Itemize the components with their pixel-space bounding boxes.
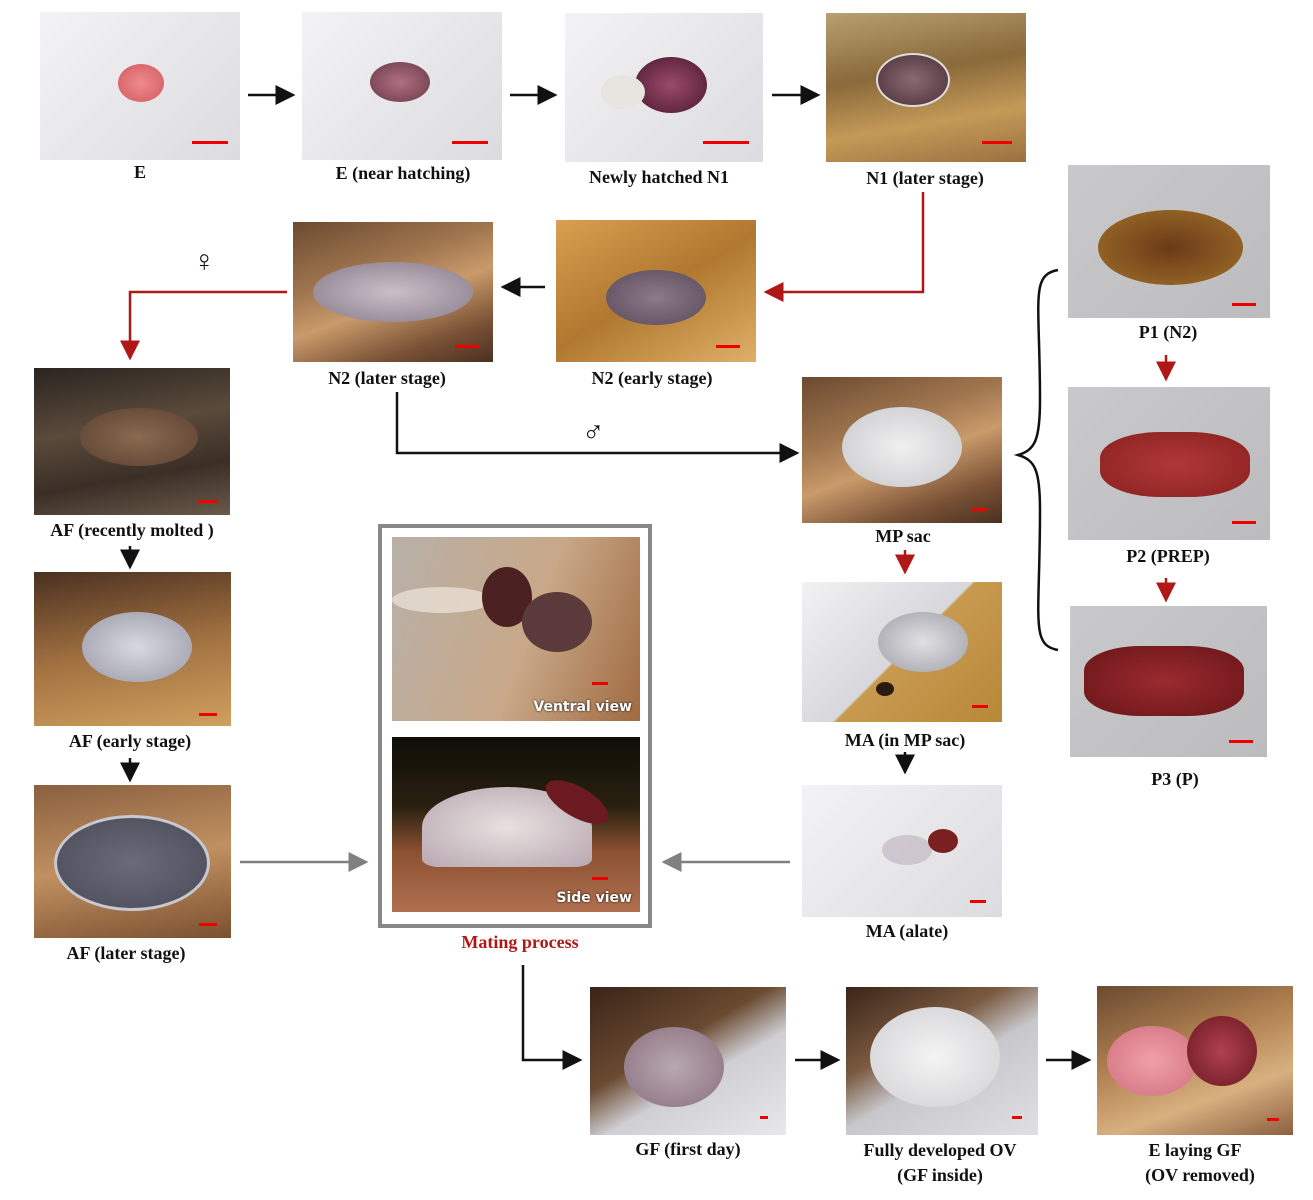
exuvia: [876, 682, 894, 696]
photo-side-view: Side view: [392, 737, 640, 912]
label-gf-first-day: GF (first day): [635, 1139, 741, 1159]
photo-p3: [1070, 606, 1267, 757]
photo-n2-early: [556, 220, 756, 362]
nymph-specimen: [606, 270, 706, 325]
scale-bar: [198, 500, 218, 503]
female-specimen: [1187, 1016, 1257, 1086]
pupa-specimen: [1084, 646, 1244, 716]
male-specimen: [928, 829, 958, 853]
label-ma-alate: MA (alate): [865, 921, 949, 941]
photo-egg: [40, 12, 240, 160]
photo-af-late: [34, 785, 231, 938]
photo-n1-later: [826, 13, 1026, 162]
scale-bar: [1229, 740, 1253, 743]
egg-specimen: [370, 62, 430, 102]
label-ov-line2: (GF inside): [897, 1165, 983, 1185]
photo-ma-alate: [802, 785, 1002, 917]
photo-p1: [1068, 165, 1270, 318]
sac-specimen: [878, 612, 968, 672]
nymph-specimen: [313, 262, 473, 322]
scale-bar: [452, 141, 488, 144]
label-e: E: [133, 162, 147, 182]
photo-n2-later: [293, 222, 493, 362]
label-af-early: AF (early stage): [68, 731, 192, 751]
photo-p2: [1068, 387, 1270, 540]
label-p2: P2 (PREP): [1126, 546, 1210, 566]
female-specimen: [54, 815, 210, 911]
scale-bar: [199, 923, 217, 926]
scale-bar: [972, 508, 988, 511]
arrow-n1-late-to-n2-early: [763, 192, 925, 302]
scale-bar: [703, 141, 749, 144]
scale-bar: [760, 1116, 768, 1119]
label-af-recently-molted: AF (recently molted ): [50, 520, 214, 540]
label-p3: P3 (P): [1151, 769, 1199, 789]
scale-bar: [970, 900, 986, 903]
egg-specimen: [118, 64, 164, 102]
male-symbol: ♂: [582, 416, 605, 449]
scale-bar: [982, 141, 1012, 144]
female-specimen: [82, 612, 192, 682]
nymph-specimen: [635, 57, 707, 113]
scale-bar: [199, 713, 217, 716]
pupal-stages-brace: [1013, 268, 1059, 652]
photo-af-early: [34, 572, 231, 726]
label-p1: P1 (N2): [1138, 322, 1198, 342]
label-ma-in-sac: MA (in MP sac): [844, 730, 966, 750]
prepupa-specimen: [1098, 210, 1243, 285]
eggs: [1107, 1026, 1197, 1096]
scale-bar: [192, 141, 228, 144]
arrow-male-path: [395, 392, 800, 463]
arrow-female-path: [120, 290, 287, 361]
mating-process-title: Mating process: [461, 932, 579, 952]
photo-e-laying-gf: [1097, 986, 1293, 1135]
label-n2-later: N2 (later stage): [328, 368, 446, 388]
female-specimen: [80, 408, 198, 466]
mating-process-box: Ventral view Side view: [378, 524, 652, 928]
scale-bar: [1267, 1118, 1279, 1121]
photo-newly-hatched-n1: [565, 13, 763, 162]
label-ov-line1: Fully developed OV: [863, 1140, 1017, 1160]
arrow-mating-to-gf: [521, 965, 583, 1070]
label-elay-line1: E laying GF: [1148, 1140, 1242, 1160]
ventral-view-label: Ventral view: [533, 699, 632, 715]
wing: [882, 835, 932, 865]
sac-specimen: [842, 407, 962, 487]
scale-bar: [592, 682, 608, 685]
photo-fully-developed-ov: [846, 987, 1038, 1135]
nymph-specimen: [876, 53, 950, 107]
photo-egg-near-hatching: [302, 12, 502, 160]
label-mp-sac: MP sac: [875, 526, 931, 546]
female-specimen: [624, 1027, 724, 1107]
scale-bar: [455, 345, 479, 348]
ovisac-specimen: [870, 1007, 1000, 1107]
female-specimen: [522, 592, 592, 652]
scale-bar: [1232, 521, 1256, 524]
label-newly-hatched-n1: Newly hatched N1: [589, 167, 729, 187]
scale-bar: [1232, 303, 1256, 306]
egg-shell: [601, 75, 645, 109]
prepupa-specimen: [1100, 432, 1250, 497]
label-e-near-hatching: E (near hatching): [335, 163, 471, 183]
label-n1-later: N1 (later stage): [866, 168, 984, 188]
label-af-late: AF (later stage): [66, 943, 186, 963]
wing: [392, 587, 492, 613]
photo-ma-in-sac: [802, 582, 1002, 722]
scale-bar: [1012, 1116, 1022, 1119]
photo-af-recently-molted: [34, 368, 230, 515]
side-view-label: Side view: [556, 890, 632, 906]
photo-mp-sac: [802, 377, 1002, 523]
scale-bar: [972, 705, 988, 708]
scale-bar: [592, 877, 608, 880]
photo-ventral-view: Ventral view: [392, 537, 640, 721]
scale-bar: [716, 345, 740, 348]
female-symbol: ♀: [193, 245, 216, 278]
label-n2-early: N2 (early stage): [591, 368, 713, 388]
photo-gf-first-day: [590, 987, 786, 1135]
label-elay-line2: (OV removed): [1145, 1165, 1255, 1185]
